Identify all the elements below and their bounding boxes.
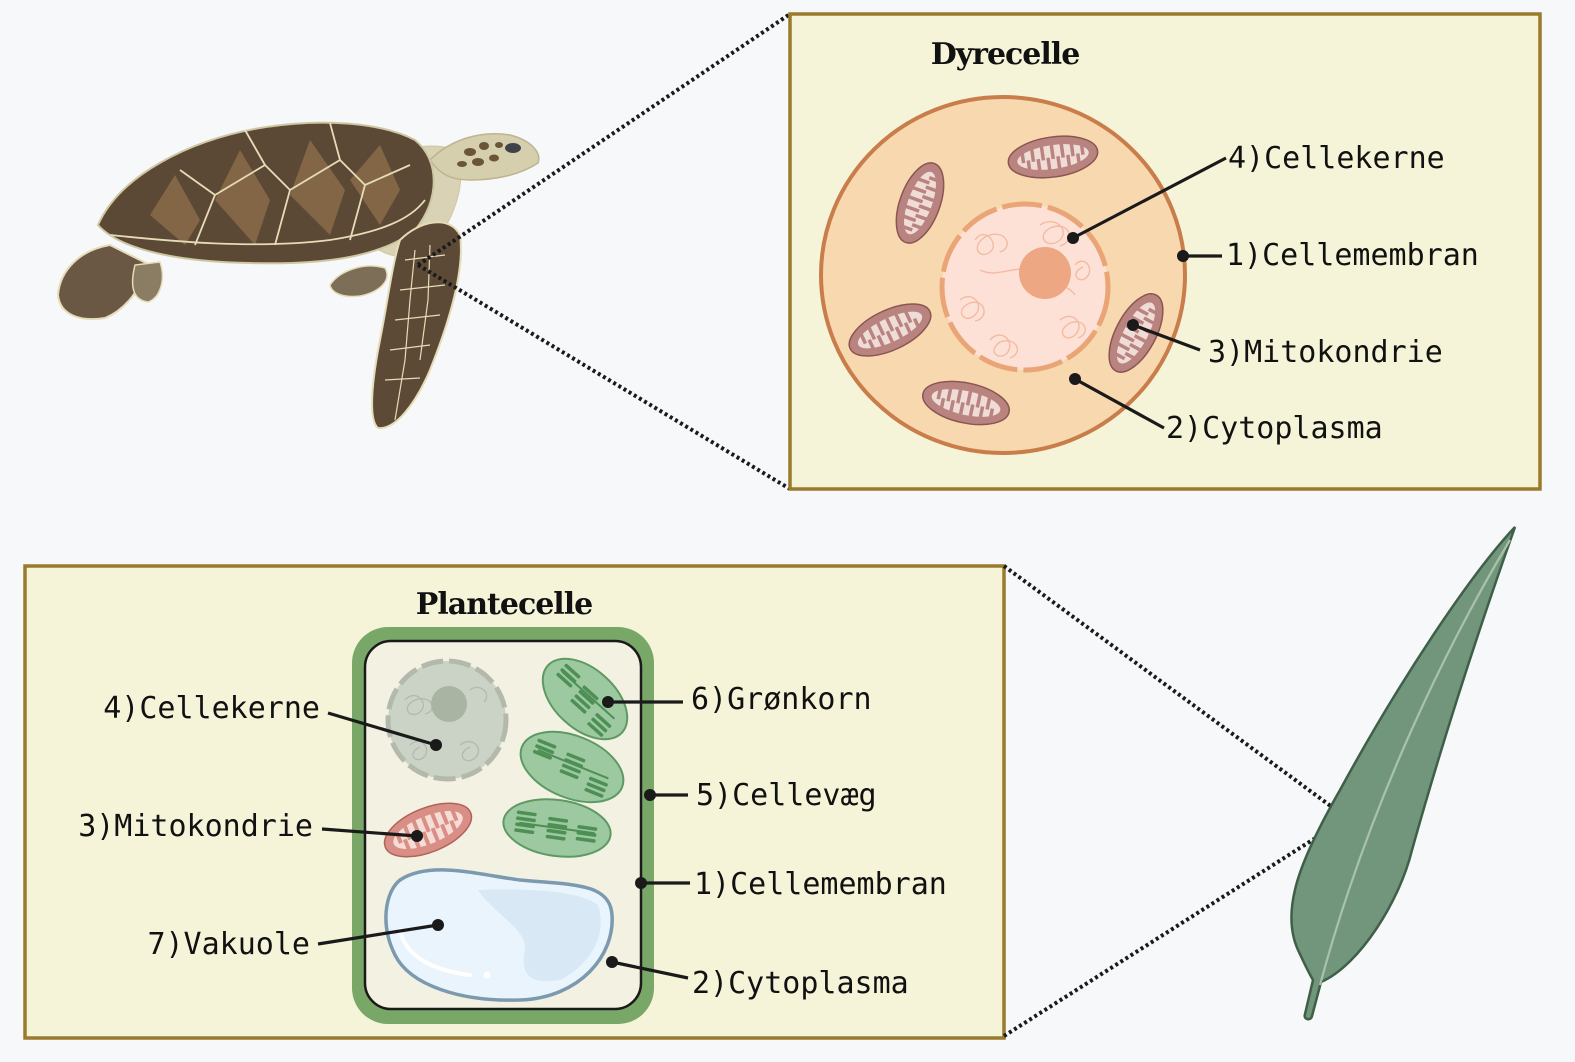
plant-label-chloroplast: 6)Grønkorn [602,682,872,717]
animal-label-cytoplasm: 2)Cytoplasma [1069,373,1383,446]
plant-label-membrane: 1)Cellemembran [635,867,947,902]
svg-text:4)Cellekerne: 4)Cellekerne [103,691,320,726]
animal-nucleus [939,201,1111,373]
animal-label-nucleus: 4)Cellekerne [1067,141,1445,244]
svg-text:5)Cellevæg: 5)Cellevæg [696,778,877,813]
plant-label-nucleus: 4)Cellekerne [103,691,442,751]
zoom-line-bottom [416,263,792,491]
svg-text:3)Mitokondrie: 3)Mitokondrie [78,809,313,844]
svg-text:1)Cellemembran: 1)Cellemembran [694,867,947,902]
svg-text:2)Cytoplasma: 2)Cytoplasma [692,966,909,1001]
plant-cell-title: Plantecelle [416,587,592,622]
animal-cell-title: Dyrecelle [931,37,1080,72]
svg-text:4)Cellekerne: 4)Cellekerne [1228,141,1445,176]
svg-text:2)Cytoplasma: 2)Cytoplasma [1166,411,1383,446]
animal-label-mitochondrion: 3)Mitokondrie [1127,319,1443,370]
animal-cell-panel: Dyrecelle [788,12,1542,491]
svg-text:7)Vakuole: 7)Vakuole [147,927,310,962]
plant-label-cell-wall: 5)Cellevæg [644,778,877,813]
plant-chloroplasts [502,657,629,858]
plant-label-mitochondrion: 3)Mitokondrie [78,809,423,844]
plant-label-vacuole: 7)Vakuole [147,919,444,962]
zoom-line-leaf-top [1002,564,1349,820]
animal-mitochondria [848,135,1164,426]
svg-text:6)Grønkorn: 6)Grønkorn [691,682,872,717]
svg-text:3)Mitokondrie: 3)Mitokondrie [1208,335,1443,370]
plant-cell-panel: Plantecelle [23,564,1006,1040]
leaf-illustration [1290,526,1517,1021]
plant-label-cytoplasm: 2)Cytoplasma [606,956,909,1001]
turtle-illustration [56,121,540,430]
plant-nucleolus [431,686,467,722]
plant-nucleus [385,658,509,782]
svg-text:1)Cellemembran: 1)Cellemembran [1226,238,1479,273]
animal-nucleolus [1019,247,1071,299]
plant-vacuole [384,868,614,1002]
zoom-line-top [416,12,792,267]
zoom-line-leaf-bottom [1002,816,1349,1038]
plant-mitochondrion [383,802,473,858]
animal-label-membrane: 1)Cellemembran [1177,238,1479,273]
